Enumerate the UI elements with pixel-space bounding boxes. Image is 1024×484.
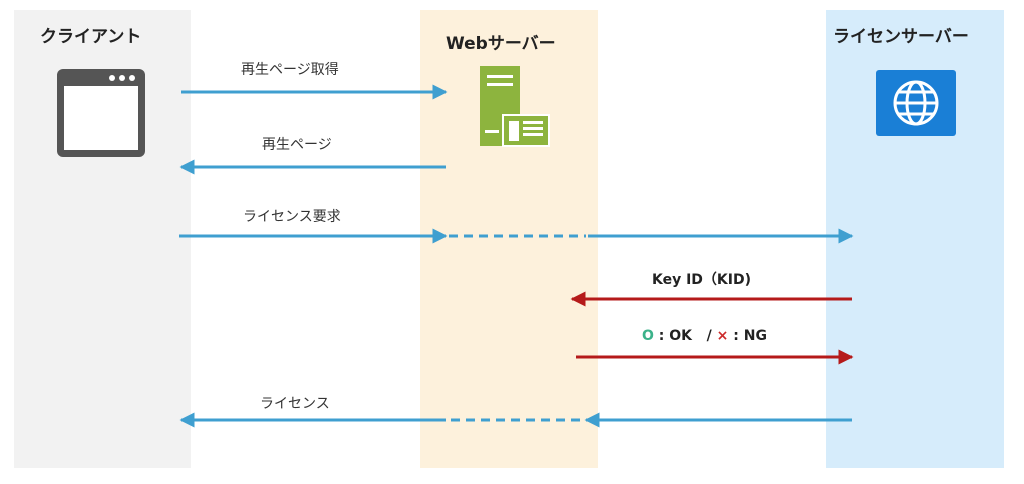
browser-window-icon bbox=[57, 69, 145, 157]
license-label: ライセンス bbox=[260, 396, 330, 412]
ng-mark: × bbox=[716, 328, 729, 344]
globe-icon bbox=[876, 70, 956, 136]
key-id-label: Key ID（KID) bbox=[652, 272, 752, 288]
server-icon bbox=[480, 66, 550, 147]
license-server-lane-title: ライセンサーバー bbox=[833, 27, 969, 47]
page-label: 再生ページ bbox=[262, 137, 332, 153]
web-server-lane-title: Webサーバー bbox=[446, 34, 556, 54]
get-page-label: 再生ページ取得 bbox=[241, 62, 339, 78]
ok-text: : OK bbox=[658, 328, 693, 344]
ok-mark: O bbox=[642, 328, 654, 344]
client-lane-title: クライアント bbox=[40, 27, 142, 47]
license-request-label: ライセンス要求 bbox=[243, 209, 341, 225]
ng-text: : NG bbox=[733, 328, 767, 344]
result-label: O : OK / × : NG bbox=[642, 328, 767, 344]
result-separator: / bbox=[706, 328, 712, 344]
